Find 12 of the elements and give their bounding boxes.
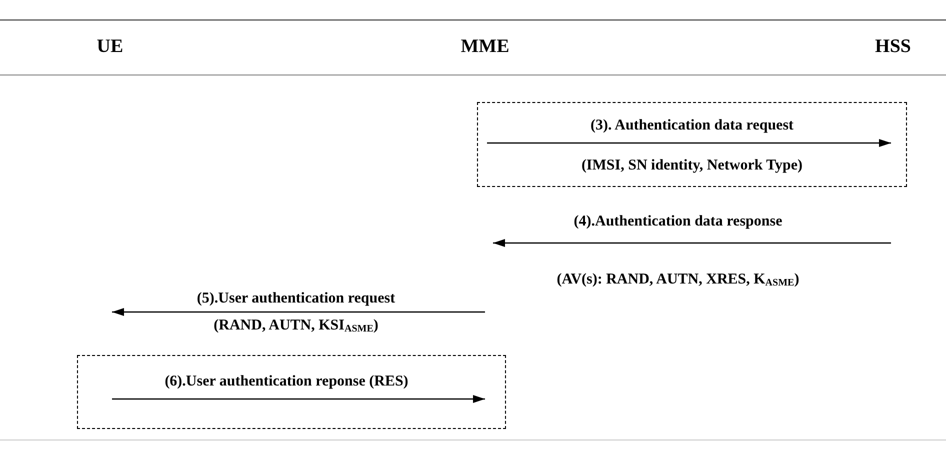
dashed-frame xyxy=(477,102,907,187)
message-label: (IMSI, SN identity, Network Type) xyxy=(580,158,804,174)
entity-name: UE xyxy=(96,36,124,58)
message-label: (4).Authentication data response xyxy=(574,214,782,230)
entity-name: HSS xyxy=(875,36,911,58)
message-label: (5).User authentication request xyxy=(196,290,396,308)
dashed-frame xyxy=(77,355,506,429)
message-label: (AV(s): RAND, AUTN, XRES, K$_{ASME}$) xyxy=(556,272,800,288)
entity-name: MME xyxy=(460,36,510,58)
message-label: (RAND, AUTN, KSI$_{ASME}$) xyxy=(214,318,378,334)
message-label: (6).User authentication reponse (RES) xyxy=(164,374,410,390)
message-label: (3). Authentication data request xyxy=(589,118,795,134)
